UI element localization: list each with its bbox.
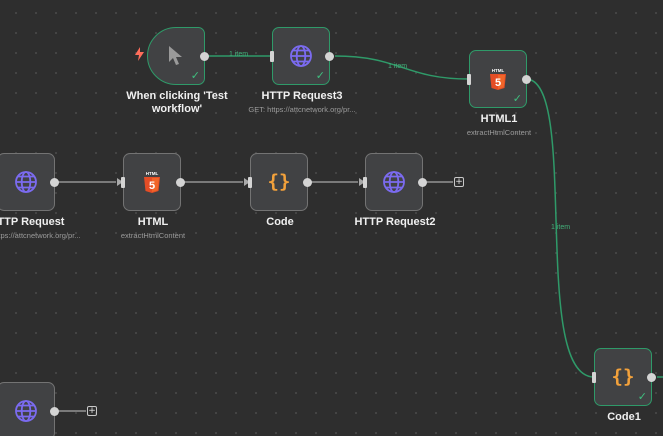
connection-html1-to-code1[interactable] [525,78,595,378]
output-handle[interactable] [200,52,209,61]
globe-icon [383,171,405,193]
node-http-request[interactable]: HTTP Request GET: https://attcnetwork.or… [0,153,81,240]
node-title: HTTP Request [0,216,65,228]
input-handle[interactable] [467,74,471,85]
globe-icon [15,171,37,193]
node-title: HTTP Request2 [354,216,436,228]
svg-text:5: 5 [149,180,155,192]
node-subtitle: extractHtmlContent [120,231,186,240]
input-handle[interactable] [363,177,367,188]
svg-text:HTML: HTML [492,68,505,73]
output-handle[interactable] [50,407,59,416]
add-node-button[interactable]: + [454,177,464,187]
input-handle[interactable] [270,51,274,62]
add-node-button[interactable]: + [87,406,97,416]
arrow-into-request2 [359,178,365,186]
arrow-into-code [244,178,250,186]
node-title: HTML [137,216,169,228]
edge-item-count: 1 item [551,224,571,231]
output-handle[interactable] [50,178,59,187]
node-code[interactable]: {} Code [248,153,312,228]
cursor-icon [169,46,182,65]
output-handle[interactable] [325,52,334,61]
arrow-into-html [117,178,123,186]
edge-item-count: 1 item [229,51,249,58]
output-handle[interactable] [522,75,531,84]
svg-text:5: 5 [495,77,501,89]
globe-icon [15,400,37,422]
input-handle[interactable] [592,372,596,383]
node-http-request-bottom[interactable] [0,382,59,436]
node-title: Code1 [607,411,641,423]
html5-icon: HTML 5 [144,171,160,193]
globe-icon [290,45,312,67]
node-subtitle: GET: https://attcnetwork.org/pr... [248,105,356,114]
node-title: Code [266,216,294,228]
node-code1[interactable]: {} ✓ Code1 [592,348,656,423]
output-handle[interactable] [418,178,427,187]
code-braces-icon: {} [611,365,635,388]
check-icon: ✓ [637,390,647,403]
check-icon: ✓ [315,69,325,82]
output-handle[interactable] [303,178,312,187]
node-html1[interactable]: HTML 5 ✓ HTML1 extractHtmlContent [467,50,531,137]
node-html[interactable]: HTML 5 HTML extractHtmlContent [121,153,185,240]
check-icon: ✓ [190,69,200,82]
node-manual-trigger[interactable]: ✓ When clicking 'Test workflow' [126,27,228,115]
edge-item-count: 1 item [388,63,408,70]
node-title: HTML1 [480,113,518,125]
connection-request3-to-html1[interactable] [334,55,470,80]
input-handle[interactable] [248,177,252,188]
check-icon: ✓ [512,92,522,105]
lightning-bolt-icon [135,47,144,61]
html5-icon: HTML 5 [490,68,506,90]
input-handle[interactable] [121,177,125,188]
output-handle[interactable] [176,178,185,187]
node-title: HTTP Request3 [261,90,343,102]
output-handle[interactable] [647,373,656,382]
node-subtitle: extractHtmlContent [466,128,532,137]
node-title: When clicking 'Test workflow' [126,90,228,115]
node-http-request2[interactable]: HTTP Request2 [354,153,436,228]
node-http-request3[interactable]: ✓ HTTP Request3 GET: https://attcnetwork… [248,27,356,114]
code-braces-icon: {} [267,170,291,193]
svg-text:HTML: HTML [146,171,159,176]
